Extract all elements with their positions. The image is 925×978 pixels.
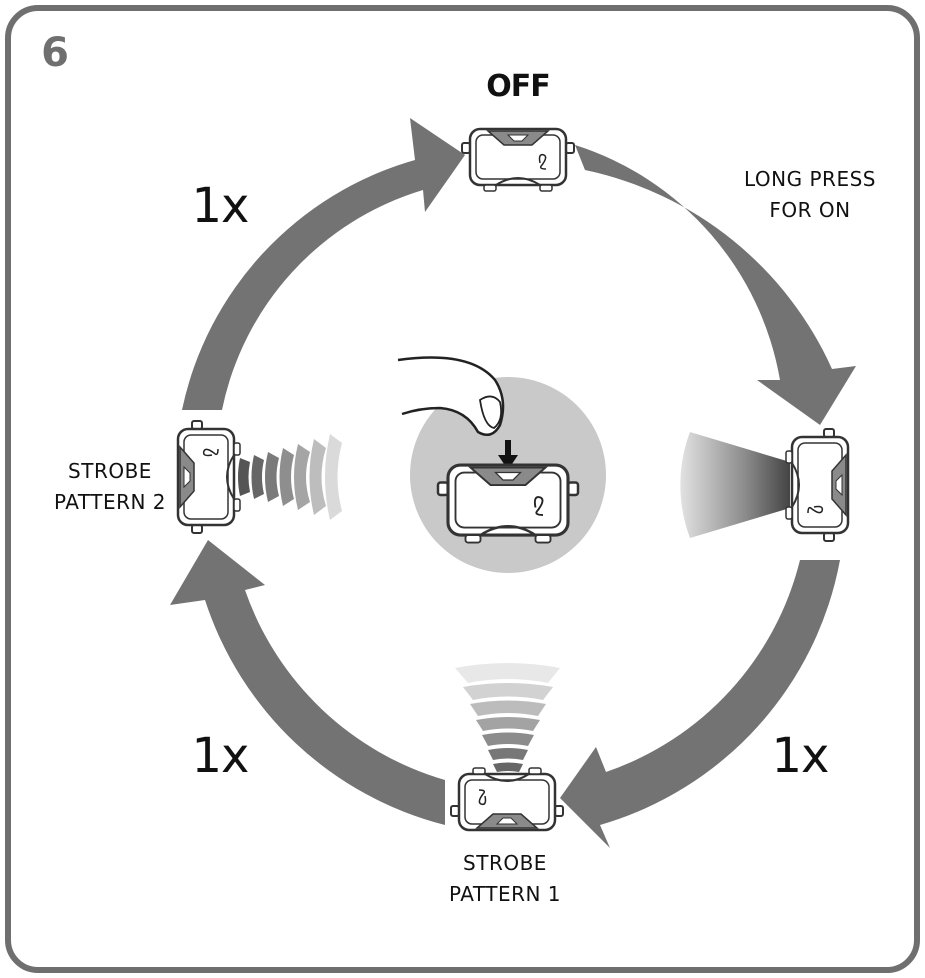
strobe-beam-icon — [238, 434, 342, 520]
light-beam-icon — [680, 432, 790, 538]
press-count-top-left: 1x — [191, 178, 250, 234]
press-count-bottom-right: 1x — [771, 728, 830, 784]
finger-press-icon — [397, 356, 518, 470]
cycle-arrow-icon — [182, 118, 465, 410]
headlamp-icon — [449, 766, 565, 832]
state-long-press-label: LONG PRESS FOR ON — [744, 167, 876, 222]
headlamp-icon — [460, 127, 576, 193]
press-count-bottom-left: 1x — [191, 728, 250, 784]
headlamp-icon — [784, 427, 850, 543]
strobe-beam-icon — [455, 663, 560, 772]
state-strobe-2-label: STROBE PATTERN 2 — [53, 459, 167, 514]
cycle-arrow-icon — [575, 145, 856, 425]
cycle-arrow-icon — [170, 540, 445, 825]
cycle-arrow-icon — [560, 560, 840, 848]
state-off-label: OFF — [486, 69, 551, 104]
headlamp-icon — [176, 419, 242, 535]
headlamp-icon — [436, 463, 580, 545]
state-strobe-1-label: STROBE PATTERN 1 — [448, 851, 562, 906]
step-number: 6 — [41, 30, 69, 76]
cycle-arrows — [170, 118, 856, 848]
